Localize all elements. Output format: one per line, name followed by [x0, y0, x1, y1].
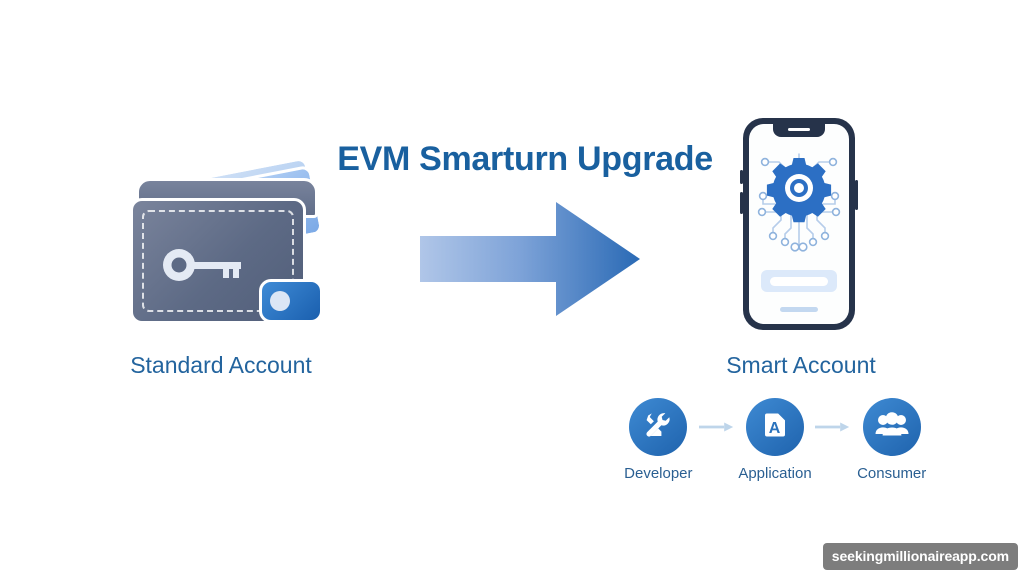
flow-diagram: Developer A Application: [620, 398, 930, 494]
flow-arrow-1: [697, 398, 737, 456]
phone-button-mute: [740, 170, 743, 184]
gear-circuit-icon: [751, 146, 847, 256]
wallet-clasp: [259, 279, 323, 323]
standard-account-label: Standard Account: [130, 352, 312, 378]
wallet-icon: [128, 156, 324, 330]
developer-circle: [629, 398, 688, 456]
application-circle: A: [746, 398, 804, 456]
svg-text:A: A: [769, 420, 781, 437]
phone-screen: [749, 124, 849, 324]
watermark: seekingmillionaireapp.com: [822, 543, 1018, 570]
smartphone-icon: [740, 118, 858, 330]
consumer-circle: [862, 398, 921, 456]
right-arrow-icon: [420, 200, 640, 318]
phone-notch: [773, 124, 825, 137]
smart-account-label: Smart Account: [726, 352, 876, 378]
flow-node-developer: Developer: [620, 398, 697, 482]
flow-arrow-2: [813, 398, 853, 456]
flow-node-application: A Application: [737, 398, 814, 482]
phone-content-bar-inner: [770, 276, 828, 286]
phone-button-volume: [740, 192, 743, 214]
wallet-stitching: [142, 210, 294, 312]
wallet-body: [130, 198, 323, 324]
phone-home-indicator: [780, 307, 818, 312]
phone-content-bar: [761, 270, 837, 292]
wallet-clasp-dot: [270, 291, 290, 311]
flow-node-consumer: Consumer: [853, 398, 930, 482]
phone-button-power: [855, 180, 858, 210]
page-title: EVM Smarturn Upgrade: [337, 140, 713, 178]
flow-label-developer: Developer: [624, 465, 693, 482]
people-group-icon: [875, 409, 909, 446]
document-a-icon: A: [759, 409, 791, 446]
phone-speaker: [788, 128, 810, 131]
flow-label-application: Application: [738, 465, 812, 482]
flow-label-consumer: Consumer: [857, 465, 927, 482]
key-icon: [161, 249, 257, 281]
tools-icon: [642, 409, 674, 446]
